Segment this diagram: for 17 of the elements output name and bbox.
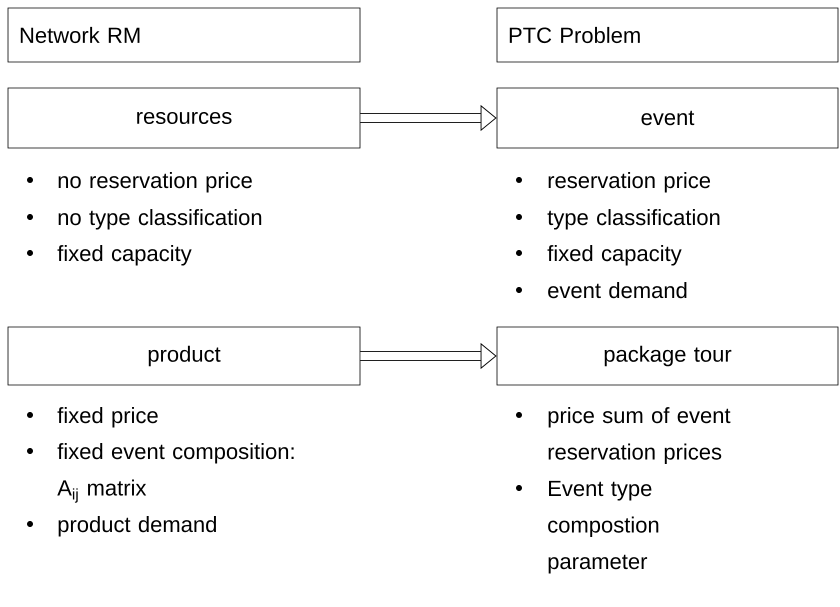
heading-box: PTC Problem: [496, 8, 838, 62]
label-box: event: [496, 88, 838, 148]
label-box: resources: [8, 88, 360, 148]
bullet-text: no reservation price: [58, 172, 252, 193]
bullet-text: product demand: [58, 516, 216, 537]
bullet-text: fixed capacity: [548, 245, 682, 266]
bullet-text: fixed price: [58, 407, 158, 428]
bullet-text: type classification: [548, 209, 720, 230]
label-box: product: [8, 326, 360, 386]
label-box: package tour: [496, 326, 838, 386]
bullet-text: no type classification: [58, 209, 262, 230]
heading-box: Network RM: [8, 8, 360, 62]
bullet-text: Event type compostion parameter: [548, 480, 658, 574]
bullet-text: reservation price: [548, 172, 710, 193]
bullet-text: event demand: [548, 282, 686, 298]
bullet-text: fixed capacity: [58, 245, 192, 266]
bullet-text: price sum of event reservation prices: [548, 407, 730, 464]
